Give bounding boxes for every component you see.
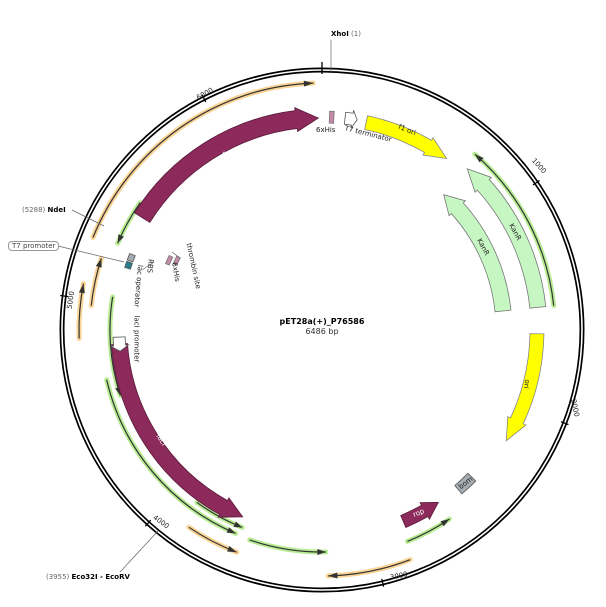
feature-his6-p76586[interactable] [134, 107, 320, 223]
rbs-leader [141, 261, 155, 271]
ecorv-leader [119, 530, 159, 573]
feature-label-laci-promoter[interactable]: lacI promoter [132, 315, 141, 363]
t7-promoter-label[interactable]: T7 promoter [8, 241, 60, 251]
green-line-upper-left [115, 200, 143, 246]
feature-rop[interactable] [400, 502, 439, 528]
feature-label-6xhis-c[interactable]: 6xHis [316, 126, 336, 134]
green-line-bottom-glow [247, 537, 329, 555]
plasmid-name: pET28a(+)_P76586 [279, 317, 365, 326]
green-line-lower-left-stroke [106, 379, 236, 534]
feature-label-ori[interactable]: ori [521, 378, 532, 390]
thrombin-leader [171, 251, 181, 259]
tick-2000 [560, 421, 569, 426]
arrowhead-icon [474, 154, 484, 163]
feature-6xhis-c[interactable] [328, 110, 335, 124]
orange-line-left-inner [88, 255, 104, 309]
tick-5000 [60, 294, 69, 298]
green-line-bottom [247, 537, 329, 555]
arrowhead-icon [95, 258, 102, 268]
arrowhead-icon [233, 521, 243, 528]
arrowhead-icon [303, 80, 314, 87]
feature-rbs[interactable] [126, 252, 136, 263]
orange-line-bottom [325, 557, 413, 579]
leader-lines [57, 40, 332, 573]
arrowhead-icon [440, 519, 450, 527]
feature-bom[interactable] [454, 472, 477, 495]
green-line-bottom-right [404, 516, 452, 544]
arrowhead-icon [317, 548, 326, 555]
orange-line-lower-left [186, 524, 240, 555]
arrowhead-icon [78, 283, 85, 294]
orange-line-top [90, 80, 316, 240]
features-layer [76, 80, 557, 579]
feature-f1-ori[interactable] [364, 115, 448, 160]
feature-lac-operator[interactable] [124, 260, 133, 270]
feature-thrombin-site[interactable] [172, 255, 181, 266]
orange-line-top-stroke [92, 82, 314, 238]
feature-6xhis-n[interactable] [164, 254, 174, 266]
green-line-right-stroke [474, 153, 555, 306]
feature-kanr-inner[interactable] [443, 194, 512, 313]
tick-6000 [201, 94, 207, 103]
site-ndei[interactable]: (5288) NdeI [22, 206, 66, 214]
feature-t7-terminator[interactable] [343, 110, 358, 129]
green-line-right [472, 151, 557, 309]
arrowhead-icon [328, 572, 338, 579]
tick-4000 [144, 519, 152, 527]
t7-promoter-leader [57, 245, 125, 263]
backbone-ring [59, 62, 585, 593]
feature-label-rbs[interactable]: RBS [145, 258, 155, 274]
feature-laci-promoter[interactable] [109, 336, 130, 352]
arrowhead-icon [226, 527, 236, 534]
tick-1000 [532, 179, 540, 186]
arrowhead-icon [227, 545, 237, 553]
feature-ori[interactable] [505, 333, 545, 442]
green-line-lower-left [104, 377, 239, 536]
site-xhoi[interactable]: XhoI (1) [331, 30, 361, 38]
feature-laci[interactable] [111, 343, 244, 518]
orange-line-left-outer [76, 281, 86, 341]
plasmid-length: 6486 bp [305, 327, 339, 336]
arrowhead-icon [117, 234, 124, 244]
site-ecorv[interactable]: (3955) Eco32I - EcoRV [46, 573, 130, 581]
tick-3000 [381, 578, 385, 587]
feature-kanr-outer[interactable] [466, 168, 547, 309]
ndei-leader [71, 209, 105, 227]
